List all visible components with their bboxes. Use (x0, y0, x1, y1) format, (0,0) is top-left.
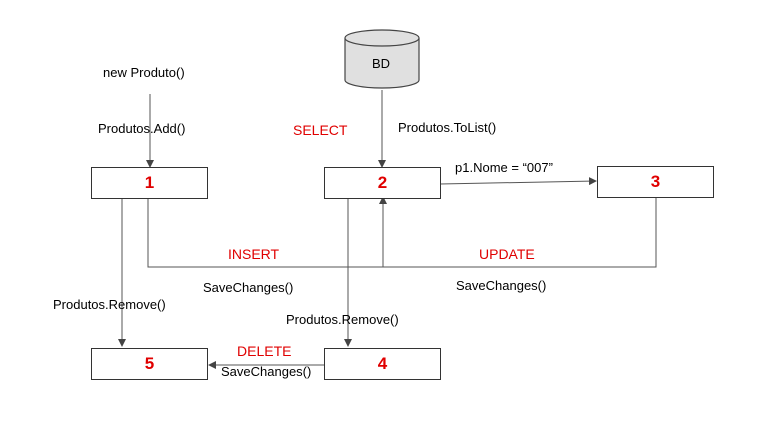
node-3-label: 3 (650, 172, 661, 191)
label-produtos-remove-mid: Produtos.Remove() (286, 312, 399, 327)
database-label: BD (372, 56, 391, 71)
edge-2-to-3 (439, 177, 597, 186)
node-5[interactable]: 5 (91, 348, 208, 380)
node-2[interactable]: 2 (324, 167, 441, 199)
label-p1-nome: p1.Nome = “007” (455, 160, 553, 175)
node-4[interactable]: 4 (324, 348, 441, 380)
edge-1-to-2-insert (147, 196, 387, 268)
label-produtos-remove-left: Produtos.Remove() (53, 297, 166, 312)
node-1-label: 1 (144, 173, 155, 192)
operation-select: SELECT (293, 122, 348, 138)
label-savechanges-insert: SaveChanges() (203, 280, 294, 295)
label-savechanges-delete: SaveChanges() (221, 364, 312, 379)
label-savechanges-update: SaveChanges() (456, 278, 547, 293)
node-1[interactable]: 1 (91, 167, 208, 199)
label-produtos-add: Produtos.Add() (98, 121, 186, 136)
operation-insert: INSERT (228, 246, 280, 262)
node-2-label: 2 (377, 173, 388, 192)
node-3[interactable]: 3 (597, 166, 714, 198)
label-produtos-tolist: Produtos.ToList() (398, 120, 497, 135)
label-new-produto: new Produto() (103, 65, 185, 80)
node-5-label: 5 (144, 354, 155, 373)
operation-delete: DELETE (237, 343, 292, 359)
database-cylinder (344, 29, 420, 89)
operation-update: UPDATE (479, 246, 535, 262)
node-4-label: 4 (377, 354, 388, 373)
edge-3-to-2-update (383, 198, 657, 268)
